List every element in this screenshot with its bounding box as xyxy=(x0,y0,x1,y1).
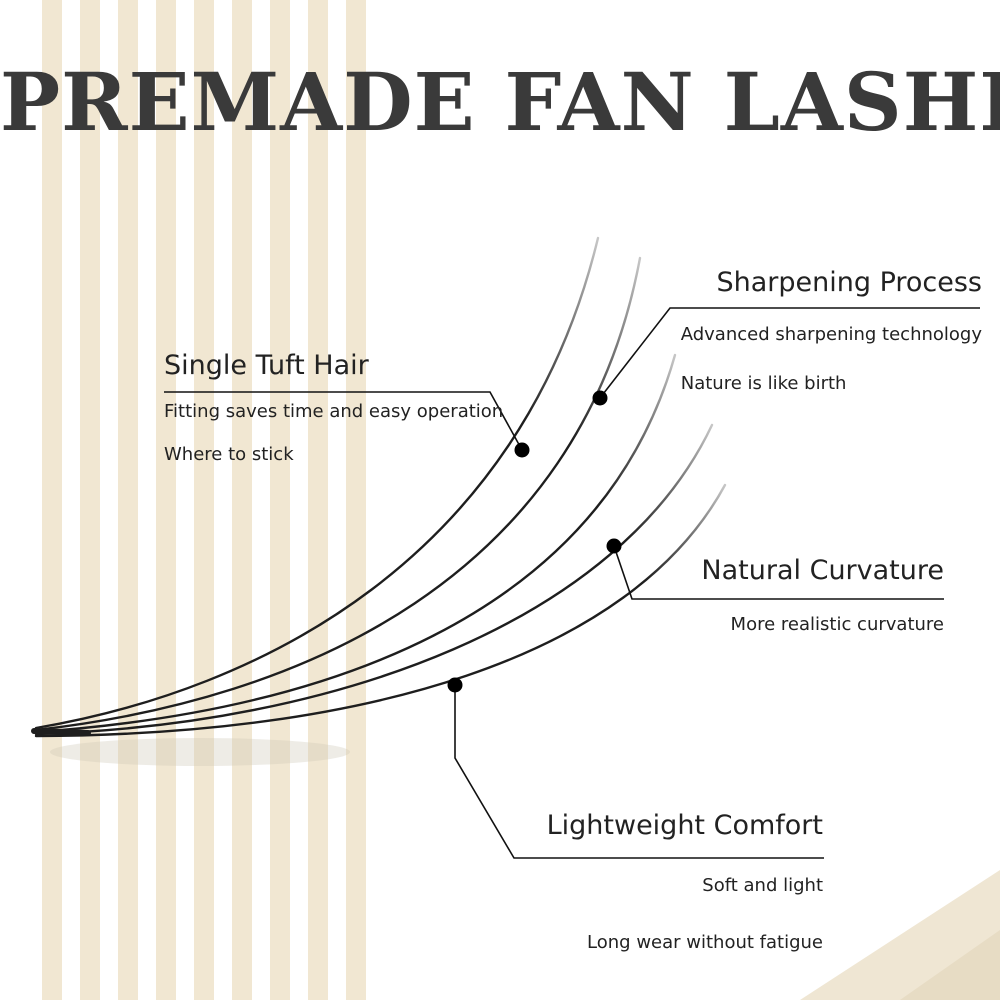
callout-lightweight: Lightweight Comfort Soft and light Long … xyxy=(547,810,823,956)
page-title: PREMADE FAN LASHES xyxy=(0,55,1000,149)
background-stripes xyxy=(42,0,366,1000)
leader-line-curvature xyxy=(613,545,944,600)
callout-leader-lines xyxy=(164,307,980,859)
callout-line: Nature is like birth xyxy=(680,373,847,394)
lash-strand-3 xyxy=(34,353,677,734)
callout-heading: Single Tuft Hair xyxy=(164,350,369,381)
callout-single-tuft: Single Tuft Hair Fitting saves time and … xyxy=(164,350,503,468)
lash-strand-1 xyxy=(34,236,600,730)
callout-line: Fitting saves time and easy operation xyxy=(164,401,504,422)
dot-sharpening xyxy=(592,390,608,406)
lash-base xyxy=(31,728,91,736)
callout-line: Long wear without fatigue xyxy=(587,932,823,953)
callout-heading: Sharpening Process xyxy=(716,267,982,298)
callout-line: Advanced sharpening technology xyxy=(680,324,982,345)
leader-line-single-tuft xyxy=(164,391,523,451)
callout-heading: Lightweight Comfort xyxy=(546,810,823,841)
corner-accent xyxy=(800,870,1000,1000)
lash-strand-4 xyxy=(34,423,714,736)
dot-lightweight xyxy=(447,677,463,693)
callout-curvature: Natural Curvature More realistic curvatu… xyxy=(701,555,944,638)
leader-line-lightweight xyxy=(454,685,824,859)
dot-curvature xyxy=(606,538,622,554)
callout-line: Where to stick xyxy=(164,444,294,465)
callout-line: More realistic curvature xyxy=(730,614,944,635)
callout-line: Soft and light xyxy=(702,875,823,896)
dot-single-tuft xyxy=(514,442,530,458)
lash-shadow xyxy=(50,738,350,766)
lash-strand-2 xyxy=(34,256,642,732)
leader-line-sharpening xyxy=(599,307,980,399)
callout-sharpening: Sharpening Process Advanced sharpening t… xyxy=(681,267,982,397)
callout-dots xyxy=(447,390,622,693)
lash-fan xyxy=(31,236,727,738)
callout-heading: Natural Curvature xyxy=(701,555,944,586)
lash-strand-5 xyxy=(34,483,727,738)
